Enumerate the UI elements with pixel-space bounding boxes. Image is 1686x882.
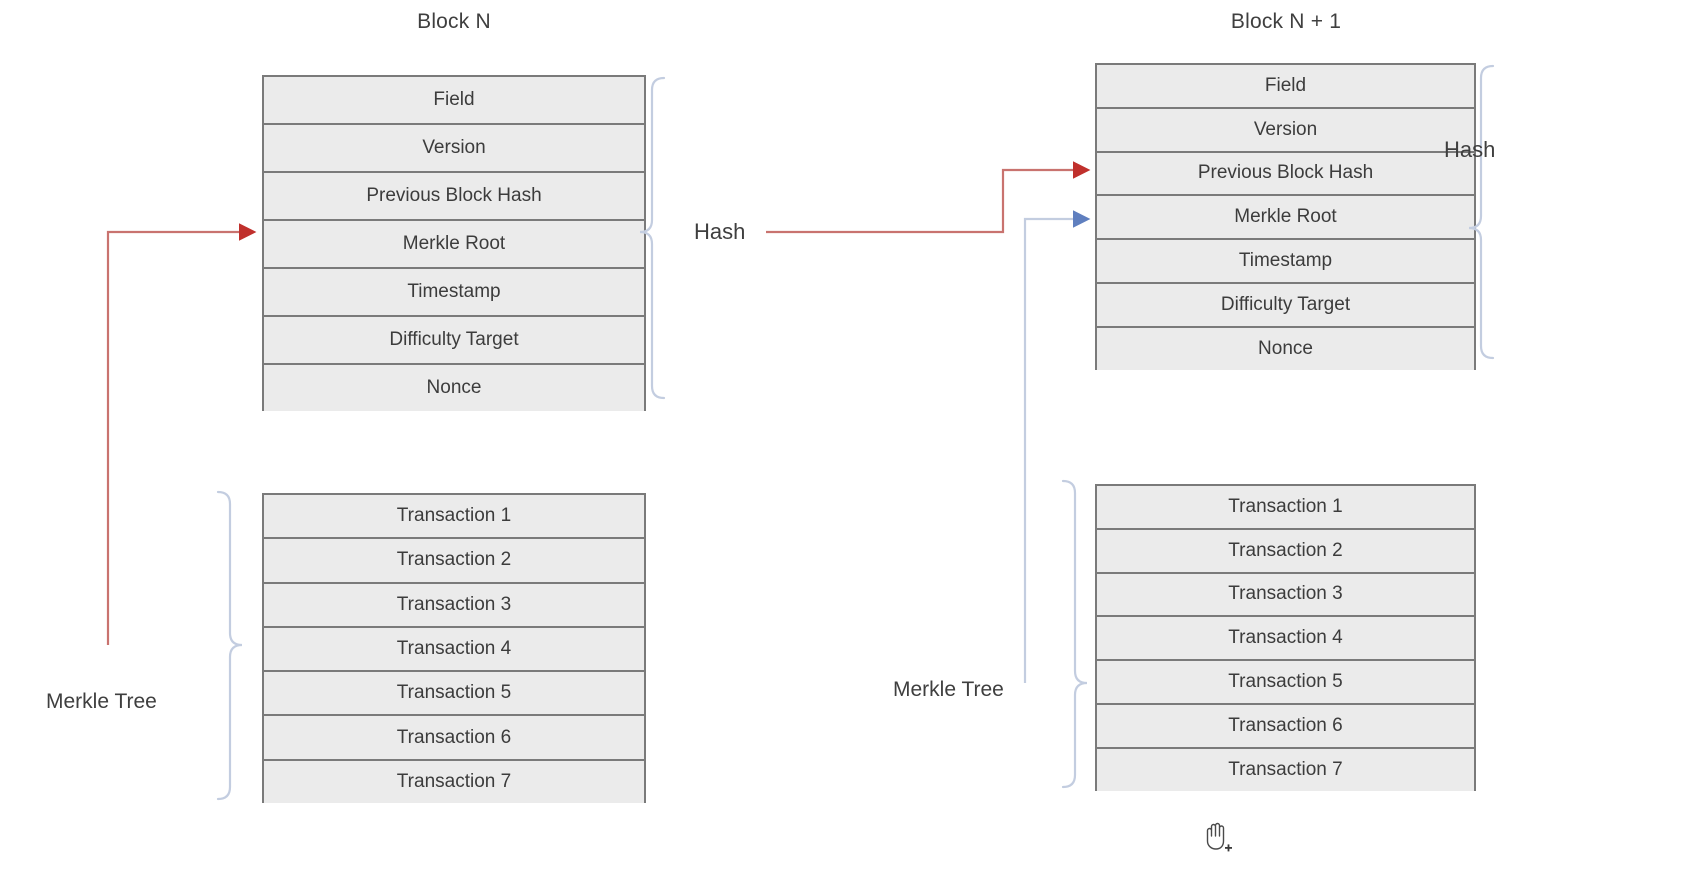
open-hand-move-cursor <box>1200 818 1234 856</box>
block-right-header-row-label: Merkle Root <box>1234 206 1337 228</box>
block-right-transaction-row[interactable]: Transaction 1 <box>1097 484 1474 528</box>
block-right-title: Block N + 1 <box>1230 10 1342 33</box>
block-left-header-row[interactable]: Previous Block Hash <box>264 171 644 219</box>
block-left-header-row[interactable]: Timestamp <box>264 267 644 315</box>
block-left-transaction-row-label: Transaction 1 <box>396 505 512 527</box>
block-left-header-row-label: Merkle Root <box>402 233 506 254</box>
block-left-header-row[interactable]: Difficulty Target <box>264 315 644 363</box>
block-left-header-row[interactable]: Nonce <box>264 363 644 411</box>
block-left-transaction-row-label: Transaction 7 <box>396 770 512 792</box>
block-right-header-row-label: Field <box>1264 74 1307 96</box>
block-left-transaction-row[interactable]: Transaction 4 <box>264 625 644 671</box>
block-right-transaction-row[interactable]: Transaction 6 <box>1097 702 1474 747</box>
block-left-transaction-row-label: Transaction 6 <box>396 726 512 748</box>
block-left-header-row-label: Nonce <box>426 377 482 398</box>
hash-label-right: Hash <box>1444 137 1496 162</box>
block-right-header-row[interactable]: Version <box>1097 106 1474 151</box>
block-left-transaction-row[interactable]: Transaction 2 <box>264 537 644 582</box>
block-right-header-row[interactable]: Merkle Root <box>1097 194 1474 239</box>
block-right-header-row-label: Nonce <box>1258 337 1313 359</box>
brace-right-merkle <box>1061 479 1088 789</box>
block-right-transaction-row[interactable]: Transaction 2 <box>1097 527 1474 572</box>
block-right-header-row[interactable]: Previous Block Hash <box>1097 150 1474 195</box>
block-right-header-row-label: Version <box>1253 118 1318 140</box>
block-left-header-row-label: Version <box>422 137 486 158</box>
connector-hash-to-previous-block-hash <box>766 161 1091 234</box>
block-left-transaction-row[interactable]: Transaction 5 <box>264 670 644 715</box>
block-left-header-row-label: Timestamp <box>407 281 501 302</box>
block-right-header-row[interactable]: Difficulty Target <box>1097 281 1474 326</box>
block-right-header-row-label: Timestamp <box>1238 250 1333 272</box>
block-left-transaction-row[interactable]: Transaction 1 <box>264 493 644 538</box>
block-left-transaction-row-label: Transaction 4 <box>396 638 512 660</box>
block-right-transaction-row-label: Transaction 1 <box>1228 495 1343 517</box>
block-right-transaction-row[interactable]: Transaction 7 <box>1097 746 1474 791</box>
block-right-header-row-label: Difficulty Target <box>1220 293 1351 315</box>
block-right-transaction-row-label: Transaction 4 <box>1228 627 1343 649</box>
block-right-header-row-label: Previous Block Hash <box>1197 162 1374 184</box>
block-left-transaction-row-label: Transaction 2 <box>396 549 512 571</box>
block-right-transaction-row-label: Transaction 5 <box>1228 671 1343 693</box>
merkle-tree-label-right: Merkle Tree <box>893 678 1004 701</box>
block-right-header-row[interactable]: Field <box>1097 63 1474 107</box>
block-left-transaction-row[interactable]: Transaction 3 <box>264 581 644 626</box>
merkle-tree-label-left: Merkle Tree <box>46 690 157 713</box>
block-left-transaction-row-label: Transaction 5 <box>396 682 512 704</box>
block-left-header-row-label: Previous Block Hash <box>366 185 542 206</box>
block-right-transaction-row[interactable]: Transaction 3 <box>1097 571 1474 616</box>
block-right-transaction-row[interactable]: Transaction 4 <box>1097 615 1474 660</box>
block-right-transaction-row-label: Transaction 2 <box>1228 539 1343 561</box>
block-right-transaction-row-label: Transaction 3 <box>1228 583 1343 605</box>
connector-right-merkle-to-merkle-root <box>1023 210 1091 683</box>
block-right-header-row[interactable]: Nonce <box>1097 325 1474 370</box>
block-right-transactions-table: Transaction 1 Transaction 2 Transaction 3 T… <box>1095 484 1476 791</box>
block-left-header-row[interactable]: Merkle Root <box>264 219 644 267</box>
block-left-transactions-table: Transaction 1 Transaction 2 Transaction 3 T… <box>262 493 646 804</box>
block-left-transaction-row-label: Transaction 3 <box>396 593 512 615</box>
hash-label-left: Hash <box>694 219 746 244</box>
block-left-transaction-row[interactable]: Transaction 6 <box>264 714 644 759</box>
block-right-transaction-row[interactable]: Transaction 5 <box>1097 659 1474 703</box>
block-right-header-row[interactable]: Timestamp <box>1097 238 1474 282</box>
block-left-header-row-label: Field <box>433 89 475 110</box>
connector-left-merkle-to-merkle-root <box>106 223 257 645</box>
block-right-transaction-row-label: Transaction 7 <box>1228 758 1343 780</box>
block-left-header-row[interactable]: Version <box>264 123 644 171</box>
block-left-title: Block N <box>417 10 491 33</box>
brace-left-merkle <box>216 490 243 801</box>
block-left-header-row-label: Difficulty Target <box>389 329 519 350</box>
block-left-header-row[interactable]: Field <box>264 75 644 123</box>
block-right-transaction-row-label: Transaction 6 <box>1228 714 1343 736</box>
block-left-transaction-row[interactable]: Transaction 7 <box>264 758 644 804</box>
